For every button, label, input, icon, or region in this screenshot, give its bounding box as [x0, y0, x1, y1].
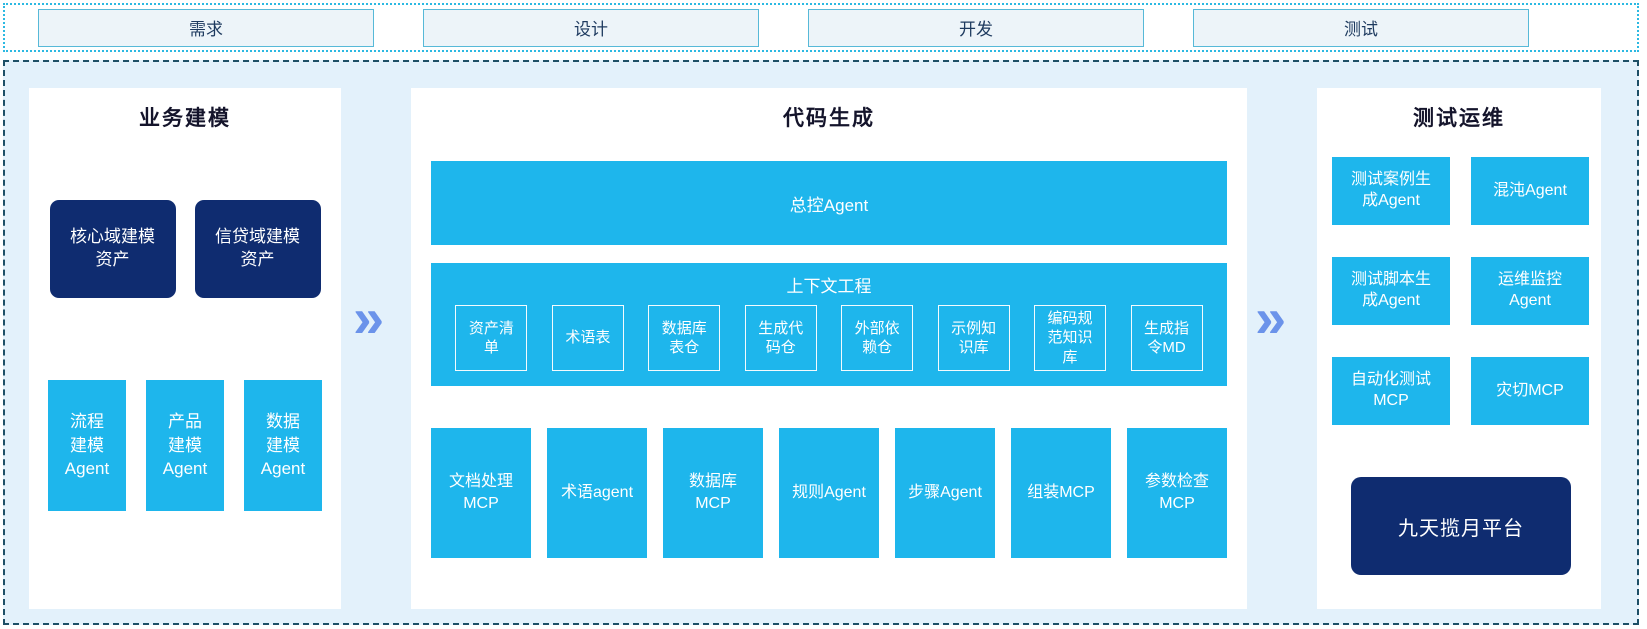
box-chaos-agent: 混沌Agent [1471, 157, 1589, 225]
modeling-agents-row: 流程建模Agent 产品建模Agent 数据建模Agent [29, 380, 341, 511]
context-item-coding-standards-kb: 编码规范知识库 [1034, 305, 1107, 371]
context-item-gen-instruction-md: 生成指令MD [1130, 305, 1203, 371]
context-item-generated-code-repo: 生成代码仓 [744, 305, 817, 371]
test-ops-title: 测试运维 [1413, 107, 1505, 130]
business-modeling-title: 业务建模 [139, 107, 231, 130]
context-item-example-kb: 示例知识库 [937, 305, 1010, 371]
worker-database-mcp: 数据库MCP [663, 428, 763, 558]
test-ops-grid: 测试案例生成Agent 混沌Agent 测试脚本生成Agent 运维监控Agen… [1332, 157, 1589, 425]
box-test-script-gen-agent: 测试脚本生成Agent [1332, 257, 1450, 325]
context-item-db-table-repo: 数据库表仓 [648, 305, 721, 371]
context-engineering-box: 上下文工程 资产清单 术语表 数据库表仓 生成代码仓 外部依赖仓 示例知识库 编… [431, 263, 1227, 386]
phase-testing: 测试 [1193, 8, 1529, 47]
phase-development: 开发 [808, 8, 1144, 47]
context-engineering-title: 上下文工程 [786, 277, 872, 296]
worker-rule-agent: 规则Agent [779, 428, 879, 558]
worker-terminology-agent: 术语agent [547, 428, 647, 558]
worker-assembly-mcp: 组装MCP [1011, 428, 1111, 558]
phase-strip: 需求 设计 开发 测试 [3, 3, 1639, 52]
context-item-glossary: 术语表 [551, 305, 624, 371]
test-ops-panel: 测试运维 测试案例生成Agent 混沌Agent 测试脚本生成Agent 运维监… [1317, 88, 1601, 609]
worker-doc-processing-mcp: 文档处理MCP [431, 428, 531, 558]
box-disaster-switch-mcp: 灾切MCP [1471, 357, 1589, 425]
business-modeling-panel: 业务建模 核心域建模资产 信贷域建模资产 流程建模Agent 产品建模Agent… [29, 88, 341, 609]
workers-row: 文档处理MCP 术语agent 数据库MCP 规则Agent 步骤Agent 组… [431, 428, 1227, 558]
context-items-row: 资产清单 术语表 数据库表仓 生成代码仓 外部依赖仓 示例知识库 编码规范知识库… [431, 305, 1227, 371]
context-item-asset-list: 资产清单 [455, 305, 528, 371]
agent-box-data-modeling: 数据建模Agent [244, 380, 322, 511]
phase-requirements: 需求 [38, 8, 374, 47]
worker-step-agent: 步骤Agent [895, 428, 995, 558]
asset-box-credit-domain: 信贷域建模资产 [194, 200, 321, 298]
phase-design: 设计 [423, 8, 759, 47]
main-container: 业务建模 核心域建模资产 信贷域建模资产 流程建模Agent 产品建模Agent… [3, 60, 1639, 625]
platform-jiutian-lanyue: 九天揽月平台 [1351, 477, 1571, 575]
box-test-case-gen-agent: 测试案例生成Agent [1332, 157, 1450, 225]
worker-param-check-mcp: 参数检查MCP [1127, 428, 1227, 558]
box-ops-monitoring-agent: 运维监控Agent [1471, 257, 1589, 325]
agent-box-process-modeling: 流程建模Agent [48, 380, 126, 511]
code-generation-title: 代码生成 [783, 107, 875, 130]
flow-arrow-icon: » [353, 286, 385, 349]
context-item-external-deps-repo: 外部依赖仓 [841, 305, 914, 371]
code-generation-panel: 代码生成 总控Agent 上下文工程 资产清单 术语表 数据库表仓 生成代码仓 … [411, 88, 1247, 609]
master-agent-bar: 总控Agent [431, 161, 1227, 245]
agent-box-product-modeling: 产品建模Agent [146, 380, 224, 511]
box-automated-test-mcp: 自动化测试MCP [1332, 357, 1450, 425]
asset-box-core-domain: 核心域建模资产 [49, 200, 176, 298]
modeling-assets-row: 核心域建模资产 信贷域建模资产 [29, 200, 341, 298]
flow-arrow-icon: » [1255, 286, 1287, 349]
